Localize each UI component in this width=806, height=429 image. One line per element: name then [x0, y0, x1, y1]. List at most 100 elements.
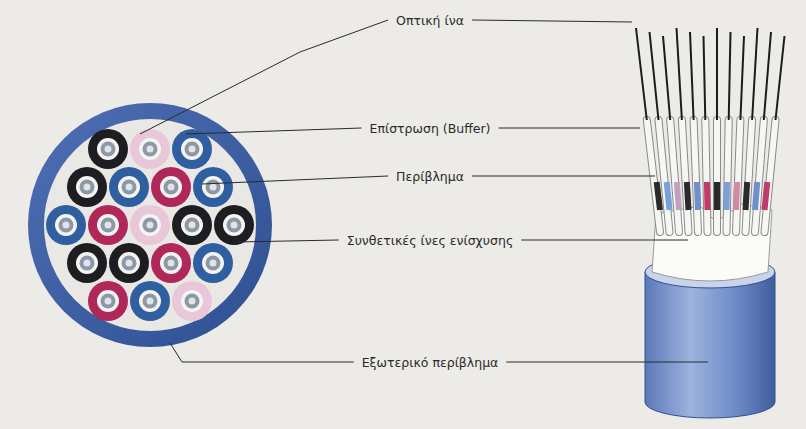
bare-fiber	[752, 28, 757, 120]
fiber-buffer	[88, 281, 128, 321]
fiber-core	[126, 184, 133, 191]
fiber-cladding	[139, 290, 161, 312]
fiber-cladding	[202, 176, 224, 198]
color-jacket	[677, 182, 679, 210]
leader-line	[472, 20, 632, 22]
fiber-cladding	[181, 214, 203, 236]
fiber-cladding	[181, 290, 203, 312]
bare-fiber	[716, 28, 718, 120]
fiber-core	[105, 298, 112, 305]
bare-fiber	[764, 32, 771, 120]
bare-fiber	[740, 36, 744, 120]
fiber-core	[147, 146, 154, 153]
fiber-core-ring	[143, 142, 158, 157]
fiber-core-ring	[164, 180, 179, 195]
fiber-cross-section	[172, 281, 212, 321]
leader-line	[506, 362, 708, 363]
bare-fiber	[690, 32, 694, 120]
color-jacket	[765, 182, 768, 210]
fiber-cladding	[160, 176, 182, 198]
fiber-cross-section	[172, 205, 212, 245]
fiber-cladding	[97, 138, 119, 160]
fiber-buffer	[172, 129, 212, 169]
fiber-buffer	[46, 205, 86, 245]
buffer-tube	[746, 120, 753, 232]
buffer-tube-outline	[765, 120, 776, 232]
buffer-tube-outline	[727, 120, 729, 232]
buffer-tube	[670, 120, 679, 232]
fiber-cross-section	[67, 167, 107, 207]
buffer-tube	[765, 120, 776, 232]
fiber-cladding	[97, 290, 119, 312]
fiber-core-ring	[185, 142, 200, 157]
fiber-buffer	[109, 167, 149, 207]
fiber-cladding	[160, 252, 182, 274]
fiber-cladding	[139, 138, 161, 160]
fiber-cross-section	[67, 243, 107, 283]
fiber-core	[189, 146, 196, 153]
fiber-core-ring	[143, 218, 158, 233]
fiber-buffer	[151, 167, 191, 207]
buffer-tube	[694, 120, 698, 232]
bare-fiber	[663, 36, 670, 120]
fiber-cross-section	[46, 205, 86, 245]
fiber-core	[84, 260, 91, 267]
color-jacket	[714, 182, 720, 210]
bare-fiber	[729, 32, 731, 120]
fiber-buffer	[67, 167, 107, 207]
fiber-core-ring	[206, 180, 221, 195]
fiber-strand	[663, 36, 679, 232]
fiber-core-ring	[227, 218, 242, 233]
fiber-buffer	[193, 243, 233, 283]
bare-fiber	[677, 28, 682, 120]
fiber-core-ring	[206, 256, 221, 271]
part-label: Επίστρωση (Buffer)	[366, 120, 493, 137]
strength-fiber-fill	[44, 119, 256, 331]
fiber-cladding	[97, 214, 119, 236]
fiber-core-ring	[80, 180, 95, 195]
buffer-tube-outline	[682, 120, 689, 232]
color-jacket	[667, 182, 670, 210]
fiber-cladding	[202, 252, 224, 274]
fiber-buffer	[109, 243, 149, 283]
buffer-tube	[682, 120, 689, 232]
fiber-buffer	[151, 243, 191, 283]
fiber-buffer	[67, 243, 107, 283]
fiber-buffer	[193, 167, 233, 207]
buffer-tube	[727, 120, 729, 232]
buffer-tube-outline	[670, 120, 679, 232]
bare-fiber	[636, 28, 647, 120]
fiber-buffer	[172, 281, 212, 321]
fiber-cross-section	[214, 205, 254, 245]
fiber-strand	[717, 28, 718, 232]
color-jacket	[687, 182, 689, 210]
fiber-buffer	[88, 129, 128, 169]
leader-line	[472, 176, 655, 177]
buffer-tube	[705, 120, 707, 232]
fiber-cross-section	[130, 129, 170, 169]
fiber-core-ring	[122, 256, 137, 271]
leader-line	[140, 20, 388, 134]
bare-fiber	[704, 36, 706, 120]
color-jacket	[657, 182, 660, 210]
fiber-strand	[736, 36, 744, 232]
fiber-core-ring	[185, 294, 200, 309]
buffer-tube-outline	[713, 120, 721, 232]
fiber-cross-section	[130, 205, 170, 245]
fiber-cladding	[223, 214, 245, 236]
buffer-tube-outline	[736, 120, 740, 232]
leader-line	[521, 240, 688, 241]
buffer-tube	[714, 120, 720, 232]
part-label: Περίβλημα	[393, 168, 467, 185]
fiber-cross-section	[109, 167, 149, 207]
buffer-tube-outline	[705, 120, 707, 232]
fiber-buffer	[130, 281, 170, 321]
fiber-core	[84, 184, 91, 191]
leader-line	[170, 343, 354, 362]
fiber-cladding	[76, 252, 98, 274]
fiber-strand	[690, 32, 698, 232]
bare-fiber	[650, 32, 659, 120]
fiber-cladding	[118, 252, 140, 274]
fiber-core	[210, 260, 217, 267]
